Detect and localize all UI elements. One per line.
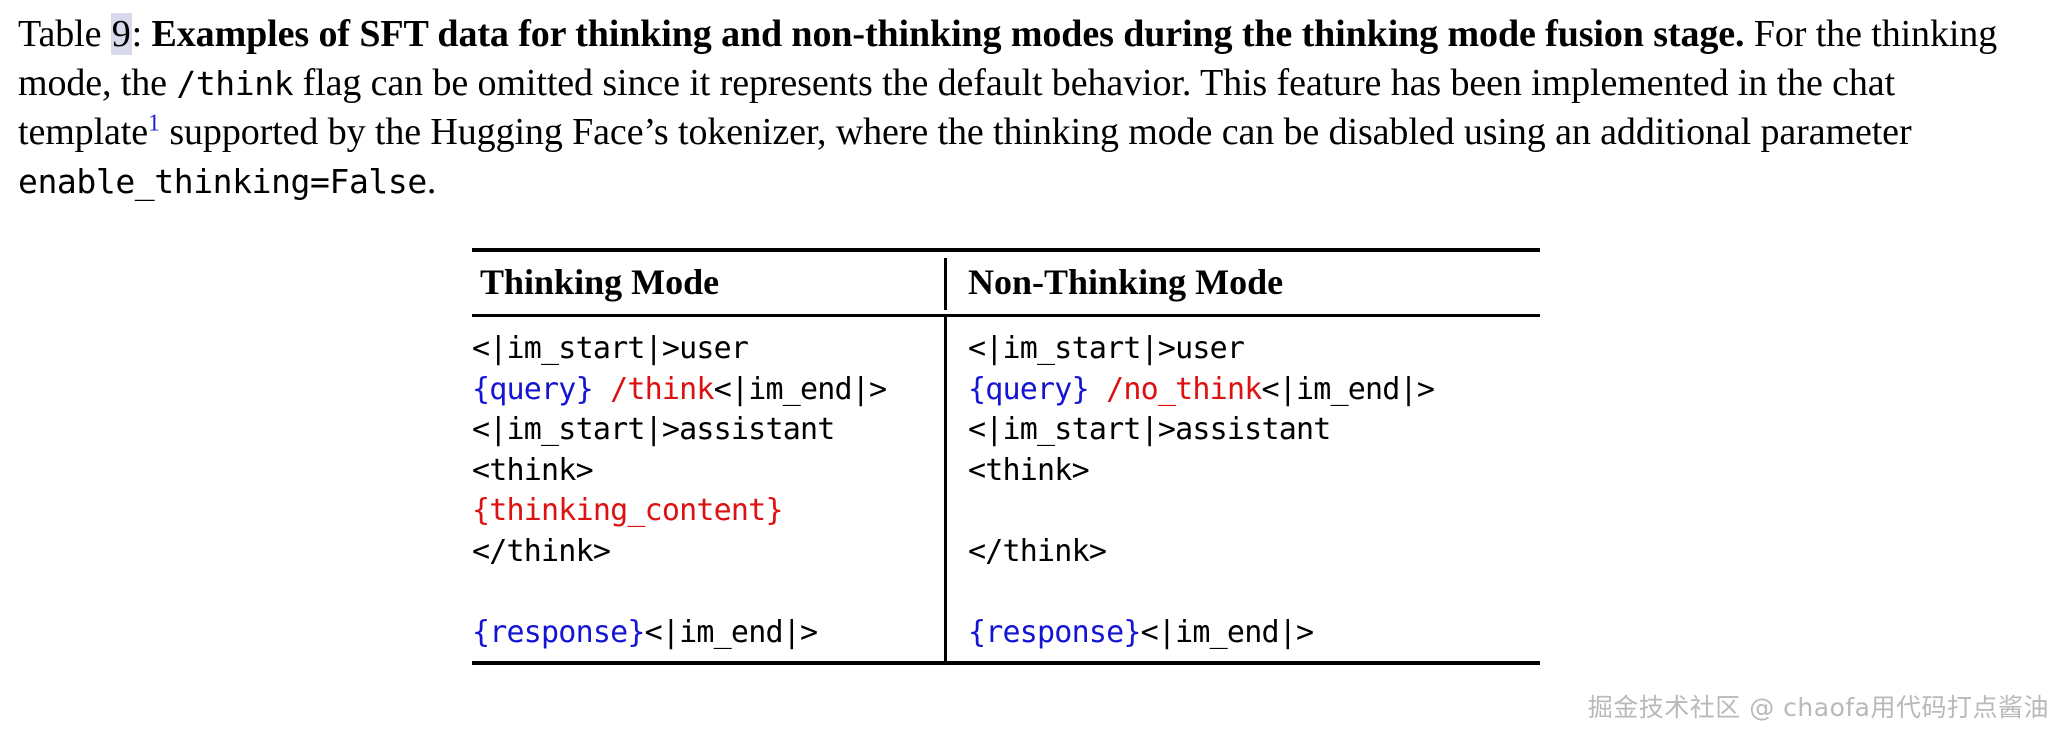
code-token: [593, 372, 610, 407]
caption-number: 9: [110, 13, 132, 55]
caption-label: Table: [18, 13, 102, 55]
code-line: {thinking_content}: [472, 491, 944, 532]
table-caption: Table 9: Examples of SFT data for thinki…: [18, 10, 2038, 206]
caption-title: Examples of SFT data for thinking and no…: [151, 13, 1745, 55]
column-header-non-thinking-mode: Non-Thinking Mode: [968, 262, 1284, 302]
code-line: <think>: [968, 451, 1540, 492]
code-token: <think>: [472, 452, 594, 488]
caption-colon: :: [131, 13, 152, 55]
code-token: {thinking_content}: [472, 493, 784, 528]
code-line: <|im_start|>assistant: [968, 410, 1540, 451]
code-line: {response}<|im_end|>: [968, 613, 1540, 654]
code-line: {query} /no_think<|im_end|>: [968, 370, 1540, 411]
caption-body-3: supported by the Hugging Face’s tokenize…: [159, 111, 1912, 153]
code-token: <|im_start|>assistant: [968, 412, 1331, 447]
code-token: /think: [610, 371, 714, 407]
code-token: <|im_end|>: [713, 371, 887, 407]
table-rule-middle: [472, 314, 1540, 317]
caption-body-4: .: [426, 160, 437, 202]
code-token: <|im_end|>: [1261, 371, 1435, 407]
cell-non-thinking-mode-template: <|im_start|>user{query} /no_think<|im_en…: [944, 329, 1540, 653]
table-rule-top: [472, 248, 1540, 252]
footnote-marker[interactable]: 1: [148, 110, 160, 137]
code-token: <|im_end|>: [1140, 614, 1314, 650]
caption-code-think-flag: /think: [176, 64, 294, 103]
code-line: <|im_start|>user: [472, 329, 944, 370]
table-header-row: Thinking Mode Non-Thinking Mode: [472, 252, 1540, 314]
code-token: <|im_start|>user: [968, 331, 1245, 366]
code-line: <|im_start|>user: [968, 329, 1540, 370]
code-token: <|im_start|>user: [472, 331, 749, 366]
code-line: </think>: [472, 532, 944, 573]
code-token: {query}: [472, 371, 594, 407]
code-line: {query} /think<|im_end|>: [472, 370, 944, 411]
code-token: <|im_end|>: [644, 614, 818, 650]
code-line: </think>: [968, 532, 1540, 573]
code-token: </think>: [968, 533, 1107, 569]
watermark-text: 掘金技术社区 @ chaofa用代码打点酱油: [1587, 693, 2049, 722]
code-line: [472, 572, 944, 613]
table-rule-bottom: [472, 661, 1540, 665]
caption-body-2: flag can be omitted since it represents …: [18, 62, 1896, 153]
caption-body-1: For the thinking mode, the: [18, 13, 1998, 104]
code-token: /no_think: [1106, 371, 1262, 407]
cell-thinking-mode-template: <|im_start|>user{query} /think<|im_end|>…: [472, 329, 944, 653]
column-header-thinking-mode: Thinking Mode: [480, 262, 720, 302]
code-line: {response}<|im_end|>: [472, 613, 944, 654]
code-line: <think>: [472, 451, 944, 492]
code-token: [1089, 372, 1106, 407]
code-token: {response}: [472, 614, 645, 650]
caption-code-enable-thinking: enable_thinking=False: [18, 162, 427, 201]
table-body-row: <|im_start|>user{query} /think<|im_end|>…: [472, 317, 1540, 661]
code-token: {query}: [968, 371, 1090, 407]
code-token: <|im_start|>assistant: [472, 412, 835, 447]
code-line: [968, 491, 1540, 532]
code-line: [968, 572, 1540, 613]
code-line: <|im_start|>assistant: [472, 410, 944, 451]
code-token: <think>: [968, 452, 1090, 488]
sft-examples-table: Thinking Mode Non-Thinking Mode <|im_sta…: [472, 248, 1540, 665]
code-token: </think>: [472, 533, 611, 569]
body-column-divider: [944, 317, 947, 661]
header-column-divider: [944, 258, 947, 310]
code-block-thinking-mode: <|im_start|>user{query} /think<|im_end|>…: [472, 329, 944, 653]
code-block-non-thinking-mode: <|im_start|>user{query} /no_think<|im_en…: [968, 329, 1540, 653]
code-token: {response}: [968, 614, 1141, 650]
